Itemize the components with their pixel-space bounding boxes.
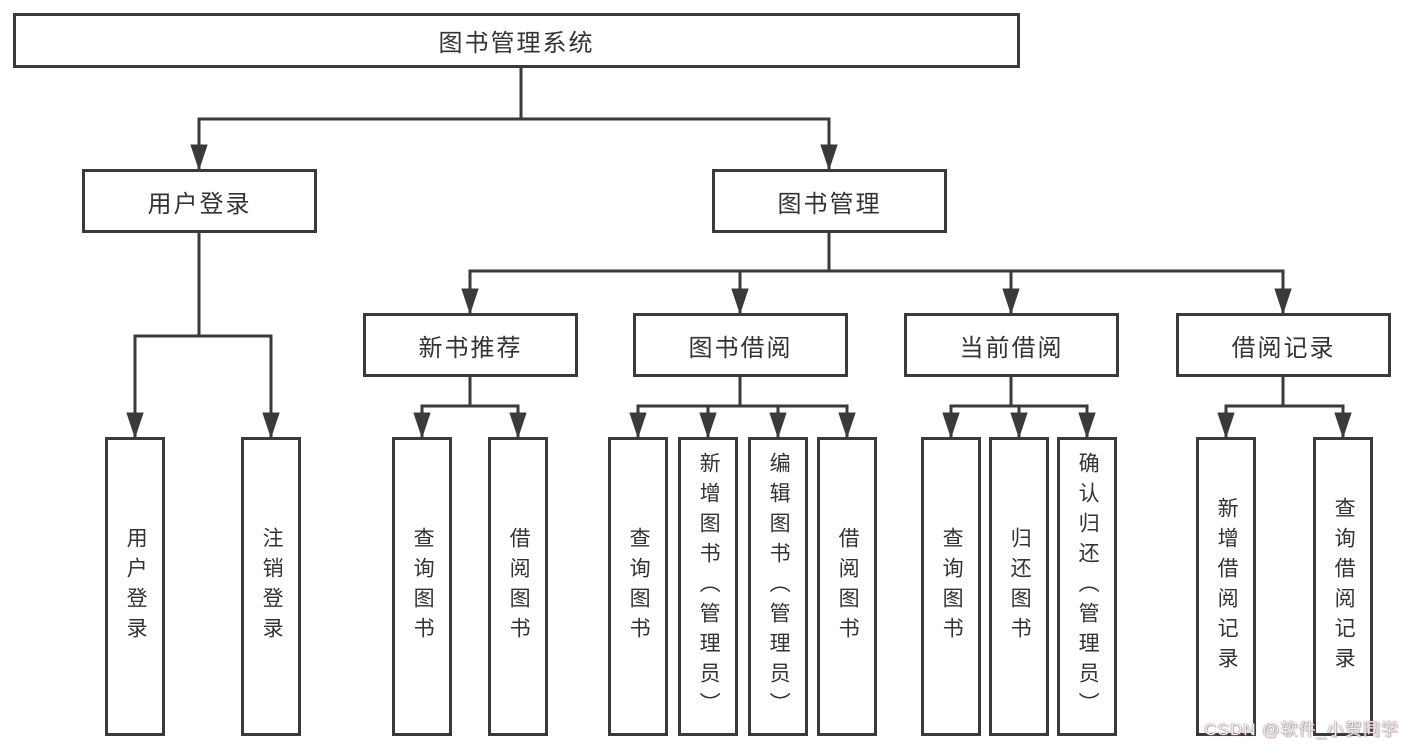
leaf-label: 新增图书（管理员） (697, 451, 721, 722)
leaf-label: 编辑图书（管理员） (767, 451, 791, 722)
leaf-user-login: 用户登录 (105, 437, 165, 736)
leaf-label: 查询图书 (627, 526, 651, 647)
node-label: 图书借阅 (688, 334, 793, 362)
node-label: 借阅记录 (1231, 334, 1336, 362)
leaf-label: 借阅图书 (507, 526, 531, 647)
connector-borrow-branch (637, 377, 849, 437)
leaf-query-books-borrowing: 查询图书 (608, 437, 668, 736)
leaf-query-borrow-record: 查询借阅记录 (1313, 437, 1373, 736)
connector-recommend-branch (421, 377, 520, 437)
leaf-label: 借阅图书 (836, 526, 860, 647)
csdn-watermark: CSDN @软件_小贺同学 (1204, 720, 1399, 739)
connector-mgmt-to-level3 (469, 233, 1285, 313)
leaf-label: 查询借阅记录 (1332, 496, 1356, 677)
connector-root-to-level2 (198, 68, 831, 169)
leaf-logout: 注销登录 (241, 437, 301, 736)
leaf-label: 确认归还（管理员） (1076, 451, 1100, 722)
leaf-query-books-current: 查询图书 (921, 437, 981, 736)
node-user-login: 用户登录 (82, 169, 317, 233)
node-book-borrowing: 图书借阅 (633, 313, 848, 377)
node-book-management: 图书管理 (712, 169, 947, 233)
node-label: 新书推荐 (418, 334, 523, 362)
node-borrowing-records: 借阅记录 (1176, 313, 1391, 377)
connector-login-branch (134, 233, 273, 437)
leaf-confirm-return-admin: 确认归还（管理员） (1057, 437, 1117, 736)
leaf-label: 查询图书 (940, 526, 964, 647)
leaf-label: 注销登录 (260, 526, 284, 647)
node-current-borrowing: 当前借阅 (904, 313, 1119, 377)
leaf-edit-books-admin: 编辑图书（管理员） (748, 437, 808, 736)
connector-current-branch (950, 377, 1089, 437)
leaf-add-books-admin: 新增图书（管理员） (678, 437, 738, 736)
leaf-label: 查询图书 (411, 526, 435, 647)
node-label: 用户登录 (147, 190, 252, 218)
node-label: 图书管理系统 (438, 30, 595, 57)
node-new-book-recommend: 新书推荐 (363, 313, 578, 377)
leaf-label: 用户登录 (124, 526, 148, 647)
leaf-return-books: 归还图书 (989, 437, 1049, 736)
leaf-add-borrow-record: 新增借阅记录 (1196, 437, 1256, 736)
leaf-borrow-books: 借阅图书 (817, 437, 877, 736)
leaf-borrow-books-recommend: 借阅图书 (488, 437, 548, 736)
leaf-label: 归还图书 (1008, 526, 1032, 647)
leaf-label: 新增借阅记录 (1215, 496, 1239, 677)
leaf-query-books-recommend: 查询图书 (392, 437, 452, 736)
connector-records-branch (1225, 377, 1345, 437)
node-label: 图书管理 (777, 190, 882, 218)
node-label: 当前借阅 (959, 334, 1064, 362)
node-library-management-system: 图书管理系统 (13, 13, 1020, 68)
